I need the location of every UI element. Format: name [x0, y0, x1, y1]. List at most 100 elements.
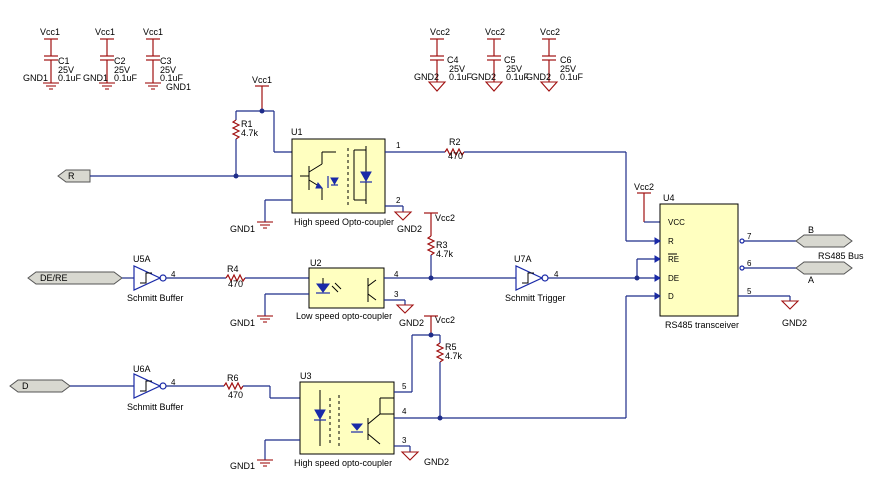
resistor-value: 4.7k: [445, 351, 463, 361]
resistor-value: 470: [228, 279, 243, 289]
ic-description: High speed opto-coupler: [294, 458, 392, 468]
gnd-label: GND1: [230, 224, 255, 234]
u6-schmitt-buffer: U6A Schmitt Buffer 4: [127, 364, 183, 412]
gnd-label: GND2: [424, 457, 449, 467]
cap-c2: Vcc1 C2 25V 0.1uF GND1: [83, 27, 138, 90]
cap-voltage: 25V: [560, 64, 576, 74]
cap-c5: Vcc2 C5 25V 0.1uF GND2: [471, 27, 530, 92]
port-b: B: [795, 225, 853, 248]
gnd-label: GND1: [83, 73, 108, 83]
cap-voltage: 25V: [160, 65, 176, 75]
pin-name-de: DE: [668, 274, 679, 283]
port-dere: DE/RE: [27, 271, 123, 285]
pin-label: 4: [554, 270, 559, 279]
cap-voltage: 25V: [58, 65, 74, 75]
u1-optocoupler: U1 High speed Opto-coupler 1 2: [291, 127, 401, 227]
cap-value: 0.1uF: [560, 72, 584, 82]
pin-label: 4: [171, 270, 176, 279]
pin-name-re: RE: [668, 255, 679, 264]
gate-description: Schmitt Buffer: [127, 402, 183, 412]
cap-ref: C5: [504, 55, 516, 65]
r5-resistor: Vcc2 R5 4.7k: [424, 315, 463, 363]
r6-resistor: R6 470: [223, 373, 244, 400]
resistor-ref: R2: [449, 137, 461, 147]
port-label: DE/RE: [40, 273, 68, 283]
cap-c4: Vcc2 C4 25V 0.1uF GND2: [414, 27, 473, 92]
rail-label: Vcc1: [252, 75, 272, 85]
u5-schmitt-buffer: U5A Schmitt Buffer 4: [127, 254, 183, 303]
rail-label: Vcc2: [435, 315, 455, 325]
resistor-ref: R4: [227, 264, 239, 274]
gnd-label: GND1: [166, 82, 191, 92]
rail-label: Vcc2: [634, 182, 654, 192]
ic-description: High speed Opto-coupler: [294, 217, 394, 227]
cap-ref: C4: [447, 55, 459, 65]
gnd-label: GND2: [397, 224, 422, 234]
rail-label: Vcc2: [540, 27, 560, 37]
resistor-value: 470: [448, 151, 463, 161]
pin-label: 5: [402, 382, 407, 391]
rail-label: Vcc2: [435, 213, 455, 223]
pin-label: 4: [171, 378, 176, 387]
cap-value: 0.1uF: [58, 73, 82, 83]
u3-optocoupler: U3 High speed opto-coupler 5 4 3: [294, 371, 407, 468]
cap-ref: C3: [160, 56, 172, 66]
pin-name-vcc: VCC: [668, 218, 685, 227]
cap-c1: Vcc1 C1 25V 0.1uF GND1: [23, 27, 82, 90]
cap-c3: Vcc1 C3 25V 0.1uF GND1: [143, 27, 191, 92]
gnd-label: GND1: [230, 318, 255, 328]
gnd-label: GND2: [471, 72, 496, 82]
pin-label: 7: [747, 232, 752, 241]
gate-ref: U6A: [133, 364, 151, 374]
cap-value: 0.1uF: [160, 73, 184, 83]
pin-name-r: R: [668, 237, 674, 246]
gate-description: Schmitt Buffer: [127, 293, 183, 303]
gnd-label: GND2: [526, 72, 551, 82]
rail-label: Vcc1: [143, 27, 163, 37]
resistor-value: 470: [228, 390, 243, 400]
gnd-label: GND2: [399, 318, 424, 328]
r1-resistor: Vcc1 R1 4.7k: [231, 75, 274, 176]
pin-label: 2: [396, 196, 401, 205]
gnd-label: GND2: [782, 318, 807, 328]
ic-ref: U1: [291, 127, 303, 137]
cap-value: 0.1uF: [449, 72, 473, 82]
gate-ref: U5A: [133, 254, 151, 264]
resistor-ref: R1: [241, 119, 253, 129]
resistor-value: 4.7k: [241, 128, 259, 138]
pin-label: 3: [394, 290, 399, 299]
cap-value: 0.1uF: [506, 72, 530, 82]
pin-name-d: D: [668, 292, 674, 301]
rail-label: Vcc1: [95, 27, 115, 37]
ic-ref: U3: [300, 371, 312, 381]
resistor-ref: R3: [436, 240, 448, 250]
cap-voltage: 25V: [506, 64, 522, 74]
rail-label: Vcc2: [485, 27, 505, 37]
pin-label: 3: [402, 436, 407, 445]
u2-optocoupler: U2 Low speed opto-coupler 4 3: [296, 258, 399, 321]
bus-label: RS485 Bus: [818, 251, 864, 261]
gnd-label: GND2: [414, 72, 439, 82]
pin-label: 4: [402, 407, 407, 416]
port-label: B: [808, 225, 814, 235]
cap-ref: C1: [58, 56, 70, 66]
pin-label: 6: [747, 259, 752, 268]
port-label: D: [22, 381, 29, 391]
cap-ref: C6: [560, 55, 572, 65]
ic-ref: U4: [663, 193, 675, 203]
ic-description: RS485 transceiver: [665, 320, 739, 330]
ic-ref: U2: [310, 258, 322, 268]
gate-ref: U7A: [514, 254, 532, 264]
resistor-ref: R5: [445, 342, 457, 352]
port-r: R: [57, 169, 91, 183]
resistor-value: 4.7k: [436, 249, 454, 259]
gnd-label: GND1: [23, 73, 48, 83]
u7-schmitt-trigger: U7A Schmitt Trigger 4: [505, 254, 566, 303]
port-a: A: [795, 261, 853, 285]
pin-label: 1: [396, 141, 401, 150]
port-label: A: [808, 275, 814, 285]
r2-resistor: R2 470: [444, 137, 465, 161]
pin-label: 5: [747, 287, 752, 296]
gate-description: Schmitt Trigger: [505, 293, 566, 303]
